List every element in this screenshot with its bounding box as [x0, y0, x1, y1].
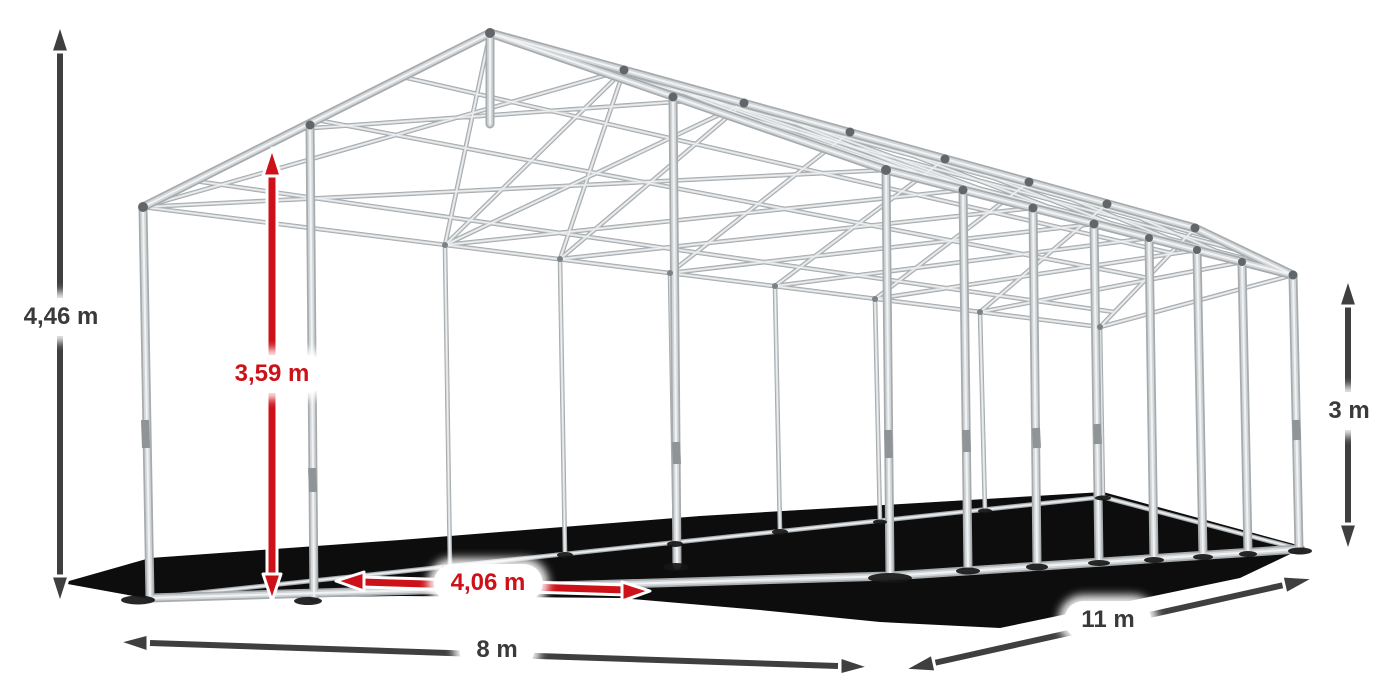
- dimension-label-passage-width: 4,06 m: [433, 564, 543, 602]
- dimension-label-width: 8 m: [459, 631, 535, 669]
- dimension-label-side-height: 3 m: [1311, 392, 1387, 430]
- dimension-label-total-height: 4,46 m: [6, 298, 116, 336]
- dimension-label-length: 11 m: [1064, 601, 1152, 639]
- dimension-label-clearance-height: 3,59 m: [217, 355, 327, 393]
- foot-plates: [121, 495, 1312, 605]
- post-sleeves: [141, 419, 1301, 493]
- frame-joints: [138, 28, 1298, 330]
